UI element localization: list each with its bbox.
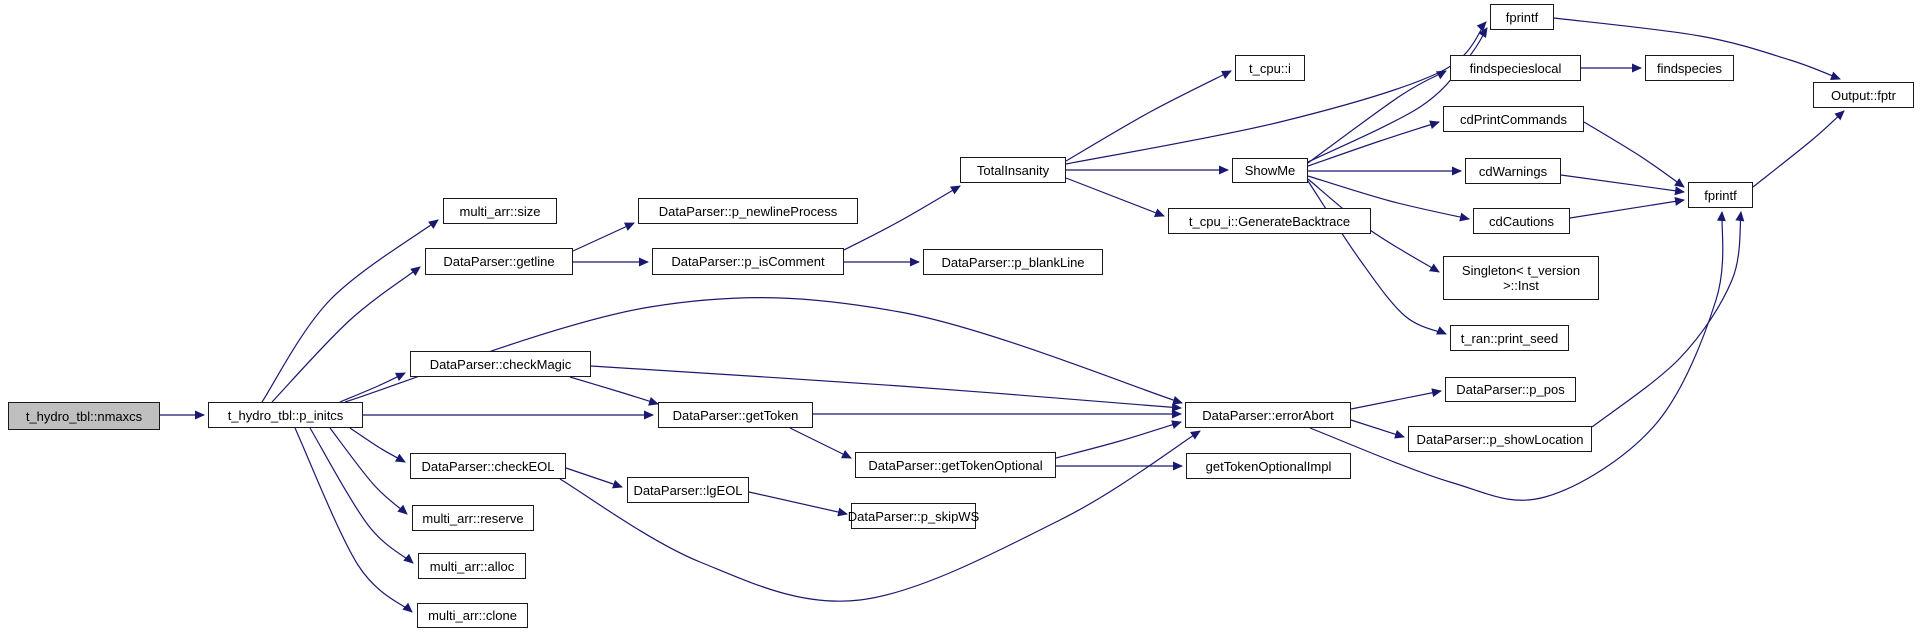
edge-ShowMe-to-cdCautions: [1307, 175, 1470, 222]
node-nmaxcs: t_hydro_tbl::nmaxcs: [8, 402, 160, 430]
edge-errorAbort-to-p_showLocation: [1350, 419, 1405, 439]
edge-getTokenOptional-to-errorAbort: [1055, 420, 1182, 459]
edge-p_initcs-to-clone: [294, 427, 413, 613]
edge-TotalInsanity-to-GenerateBacktrace: [1065, 177, 1165, 217]
edge-ShowMe-to-cdPrintCommands: [1307, 120, 1440, 167]
edge-checkMagic-to-errorAbort: [590, 365, 1182, 412]
edge-p_initcs-to-checkMagic: [339, 372, 406, 403]
edge-p_showLocation-to-fprintf_lower: [1591, 211, 1745, 428]
node-getToken[interactable]: DataParser::getToken: [658, 402, 813, 428]
edge-ShowMe-to-print_seed: [1307, 180, 1447, 335]
edge-p_initcs-to-reserve: [329, 427, 408, 515]
edge-cdCautions-to-fprintf_lower: [1569, 196, 1685, 219]
node-TotalInsanity[interactable]: TotalInsanity: [960, 157, 1066, 183]
edge-p_initcs-to-size: [261, 219, 439, 403]
node-cdPrintCommands[interactable]: cdPrintCommands: [1443, 106, 1584, 132]
node-checkMagic[interactable]: DataParser::checkMagic: [410, 351, 591, 377]
node-p_showLocation[interactable]: DataParser::p_showLocation: [1408, 426, 1592, 452]
node-p_isComment[interactable]: DataParser::p_isComment: [652, 248, 844, 275]
node-cdCautions[interactable]: cdCautions: [1473, 208, 1570, 234]
node-output_fptr[interactable]: Output::fptr: [1813, 82, 1914, 108]
edge-p_initcs-to-alloc: [309, 427, 414, 564]
node-p_skipWS[interactable]: DataParser::p_skipWS: [848, 503, 979, 529]
node-p_initcs[interactable]: t_hydro_tbl::p_initcs: [208, 402, 363, 428]
edge-fprintf_lower-to-output_fptr: [1752, 110, 1845, 188]
node-cdWarnings[interactable]: cdWarnings: [1465, 158, 1561, 184]
node-reserve[interactable]: multi_arr::reserve: [412, 505, 534, 531]
node-alloc[interactable]: multi_arr::alloc: [418, 553, 526, 579]
node-errorAbort[interactable]: DataParser::errorAbort: [1185, 402, 1351, 428]
edge-fprintf_top-to-output_fptr: [1553, 17, 1841, 81]
node-getTokenOptional[interactable]: DataParser::getTokenOptional: [855, 452, 1056, 478]
edge-checkEOL-to-errorAbort: [559, 430, 1201, 602]
node-t_cpu_i[interactable]: t_cpu::i: [1235, 55, 1305, 81]
edge-cdWarnings-to-fprintf_lower: [1560, 174, 1685, 196]
edge-ShowMe-to-findspecieslocal: [1307, 70, 1447, 164]
edge-getline-to-p_newlineProcess: [572, 222, 635, 252]
edge-p_isComment-to-TotalInsanity: [843, 185, 961, 251]
node-size[interactable]: multi_arr::size: [443, 198, 557, 224]
node-p_blankLine[interactable]: DataParser::p_blankLine: [923, 249, 1103, 275]
node-getTokenOptionalImpl[interactable]: getTokenOptionalImpl: [1186, 453, 1351, 479]
node-lgEOL[interactable]: DataParser::lgEOL: [627, 477, 749, 503]
node-getline[interactable]: DataParser::getline: [425, 248, 573, 275]
node-clone[interactable]: multi_arr::clone: [417, 603, 528, 628]
edge-getToken-to-getTokenOptional: [789, 427, 852, 459]
edge-errorAbort-to-p_pos: [1350, 388, 1442, 410]
edge-TotalInsanity-to-t_cpu_i: [1065, 70, 1232, 162]
node-fprintf_top[interactable]: fprintf: [1490, 4, 1554, 30]
edge-checkMagic-to-getToken: [569, 376, 659, 406]
node-print_seed[interactable]: t_ran::print_seed: [1450, 325, 1569, 351]
node-findspecieslocal[interactable]: findspecieslocal: [1450, 55, 1581, 81]
node-fprintf_lower[interactable]: fprintf: [1688, 182, 1753, 208]
edge-p_initcs-to-checkEOL: [349, 427, 406, 463]
edge-cdPrintCommands-to-fprintf_lower: [1583, 121, 1685, 188]
node-p_newlineProcess[interactable]: DataParser::p_newlineProcess: [638, 198, 858, 224]
node-GenerateBacktrace[interactable]: t_cpu_i::GenerateBacktrace: [1168, 208, 1371, 234]
edge-errorAbort-to-fprintf_lower: [1309, 211, 1726, 501]
node-singleton_inst[interactable]: Singleton< t_version >::Inst: [1443, 256, 1599, 300]
node-ShowMe[interactable]: ShowMe: [1232, 158, 1308, 183]
edge-TotalInsanity-to-fprintf_top: [1065, 21, 1487, 165]
node-p_pos[interactable]: DataParser::p_pos: [1445, 377, 1576, 402]
edge-ShowMe-to-fprintf_top: [1307, 27, 1488, 163]
node-findspecies[interactable]: findspecies: [1645, 55, 1734, 81]
node-checkEOL[interactable]: DataParser::checkEOL: [410, 453, 566, 479]
edge-p_initcs-to-getline: [271, 266, 421, 403]
edge-checkEOL-to-lgEOL: [565, 467, 623, 489]
edge-lgEOL-to-p_skipWS: [748, 491, 848, 517]
